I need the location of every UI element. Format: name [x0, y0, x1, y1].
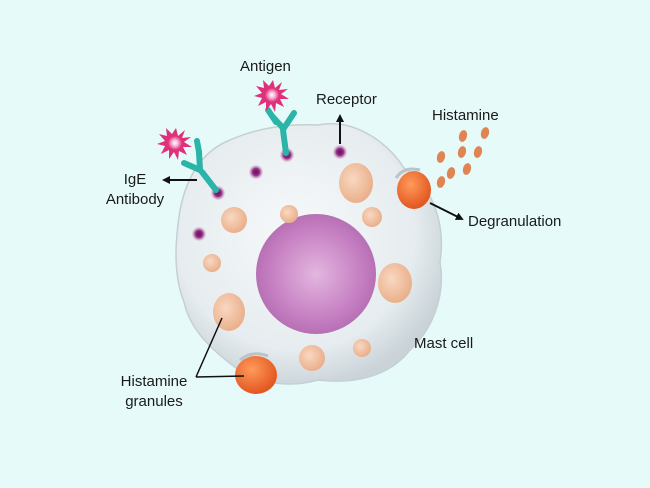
nucleus	[256, 214, 376, 334]
granule	[221, 207, 247, 233]
granule	[378, 263, 412, 303]
receptor-icon	[249, 165, 263, 179]
granule	[362, 207, 382, 227]
ige-antibody-icon	[265, 107, 297, 156]
released-granule	[397, 171, 431, 209]
histamine-dot	[436, 176, 446, 188]
receptor-label: Receptor	[316, 91, 377, 108]
granules-label-line1: Histamine	[120, 373, 188, 390]
histamine-dot	[480, 127, 490, 139]
antigen-icon	[157, 128, 192, 160]
arrow-icon	[429, 202, 464, 220]
granules-pointer-lines	[195, 317, 245, 378]
granules-label-line2: granules	[125, 393, 183, 410]
released-granules	[235, 167, 431, 394]
granule	[299, 345, 325, 371]
granule	[280, 205, 298, 223]
released-granule	[235, 356, 277, 394]
histamine-dot	[436, 151, 446, 163]
granule	[203, 254, 221, 272]
antigen-icon	[254, 80, 289, 112]
receptor-icon	[333, 145, 347, 159]
antigen-label: Antigen	[240, 58, 291, 75]
histamine-molecules	[436, 127, 490, 188]
granules-label: Histamine granules	[114, 372, 194, 412]
degranulation-label: Degranulation	[468, 213, 562, 230]
histamine-dot	[473, 146, 483, 158]
receptor-icon	[192, 227, 206, 241]
histamine-dot	[458, 130, 468, 142]
histamine-dot	[462, 163, 472, 175]
granule	[213, 293, 245, 331]
ige-label: IgE Antibody	[105, 170, 165, 210]
ige-antibody-icon	[181, 138, 219, 193]
mast-cell-label: Mast cell	[414, 335, 474, 352]
granule	[339, 163, 373, 203]
release-pore	[239, 352, 269, 362]
histamine-dot	[457, 146, 467, 158]
ige-label-line1: IgE	[123, 171, 147, 188]
granule	[353, 339, 371, 357]
ige-label-line2: Antibody	[105, 191, 165, 208]
histamine-label: Histamine	[432, 107, 499, 124]
release-pore	[394, 167, 421, 179]
histamine-dot	[446, 167, 456, 179]
